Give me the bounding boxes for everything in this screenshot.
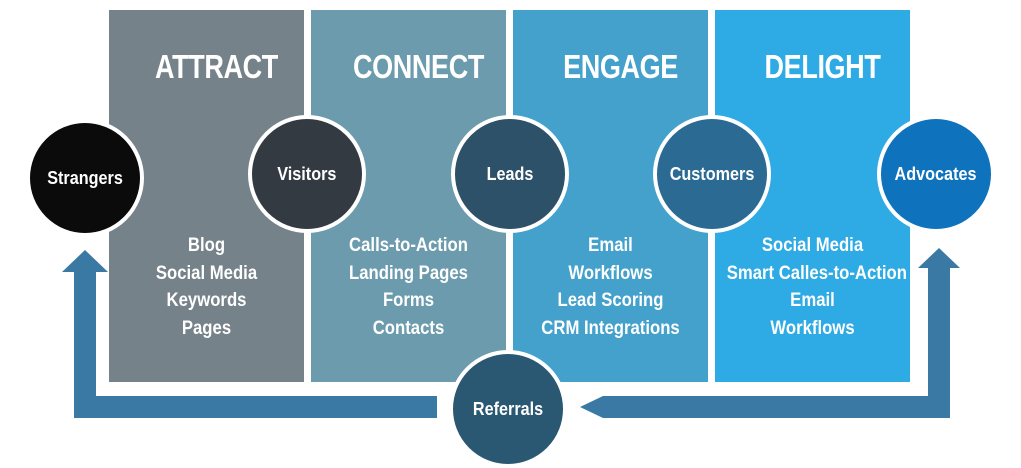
stage-item: Smart Calles-to-Action — [726, 262, 907, 284]
stage-items: Calls-to-Action Landing Pages Forms Cont… — [323, 232, 495, 342]
node-visitors: Visitors — [248, 115, 366, 233]
node-label: Strangers — [47, 167, 123, 188]
stage-panel-delight: DELIGHT Social Media Smart Calles-to-Act… — [715, 10, 910, 382]
stage-item: Social Media — [761, 235, 864, 256]
node-label: Visitors — [277, 163, 337, 184]
node-referrals: Referrals — [449, 350, 567, 468]
node-label: Referrals — [472, 398, 544, 419]
stage-items: Blog Social Media Keywords Pages — [121, 232, 293, 342]
node-label: Customers — [669, 163, 755, 184]
node-label: Advocates — [895, 163, 977, 184]
node-leads: Leads — [451, 115, 569, 233]
stage-title: ENGAGE — [563, 48, 678, 85]
stage-panel-engage: ENGAGE Email Workflows Lead Scoring CRM … — [513, 10, 708, 382]
node-label: Leads — [486, 163, 534, 184]
stage-item: Pages — [181, 317, 232, 339]
stage-item: Keywords — [166, 290, 247, 311]
stage-item: Contacts — [372, 317, 445, 339]
stage-item: Lead Scoring — [557, 290, 664, 311]
stage-item: Email — [588, 235, 633, 256]
stage-panel-connect: CONNECT Calls-to-Action Landing Pages Fo… — [311, 10, 506, 382]
stage-title: DELIGHT — [764, 48, 881, 85]
left-loop-arrow — [62, 250, 437, 418]
stage-item: Blog — [187, 235, 226, 256]
stage-items: Social Media Smart Calles-to-Action Emai… — [726, 232, 907, 342]
node-advocates: Advocates — [877, 115, 995, 233]
stage-title: ATTRACT — [155, 48, 278, 85]
right-loop-arrow — [580, 248, 960, 418]
stage-item: Workflows — [568, 262, 653, 284]
stage-item: Social Media — [155, 262, 258, 284]
stage-item: Landing Pages — [349, 262, 468, 284]
stage-item: Calls-to-Action — [349, 235, 468, 256]
node-strangers: Strangers — [26, 119, 144, 237]
stage-item: Workflows — [770, 317, 855, 339]
node-customers: Customers — [653, 115, 771, 233]
stage-item: CRM Integrations — [541, 317, 680, 339]
stage-items: Email Workflows Lead Scoring CRM Integra… — [525, 232, 697, 342]
stage-item: Forms — [382, 290, 435, 311]
stage-title: CONNECT — [353, 48, 484, 85]
stage-item: Email — [790, 290, 835, 311]
